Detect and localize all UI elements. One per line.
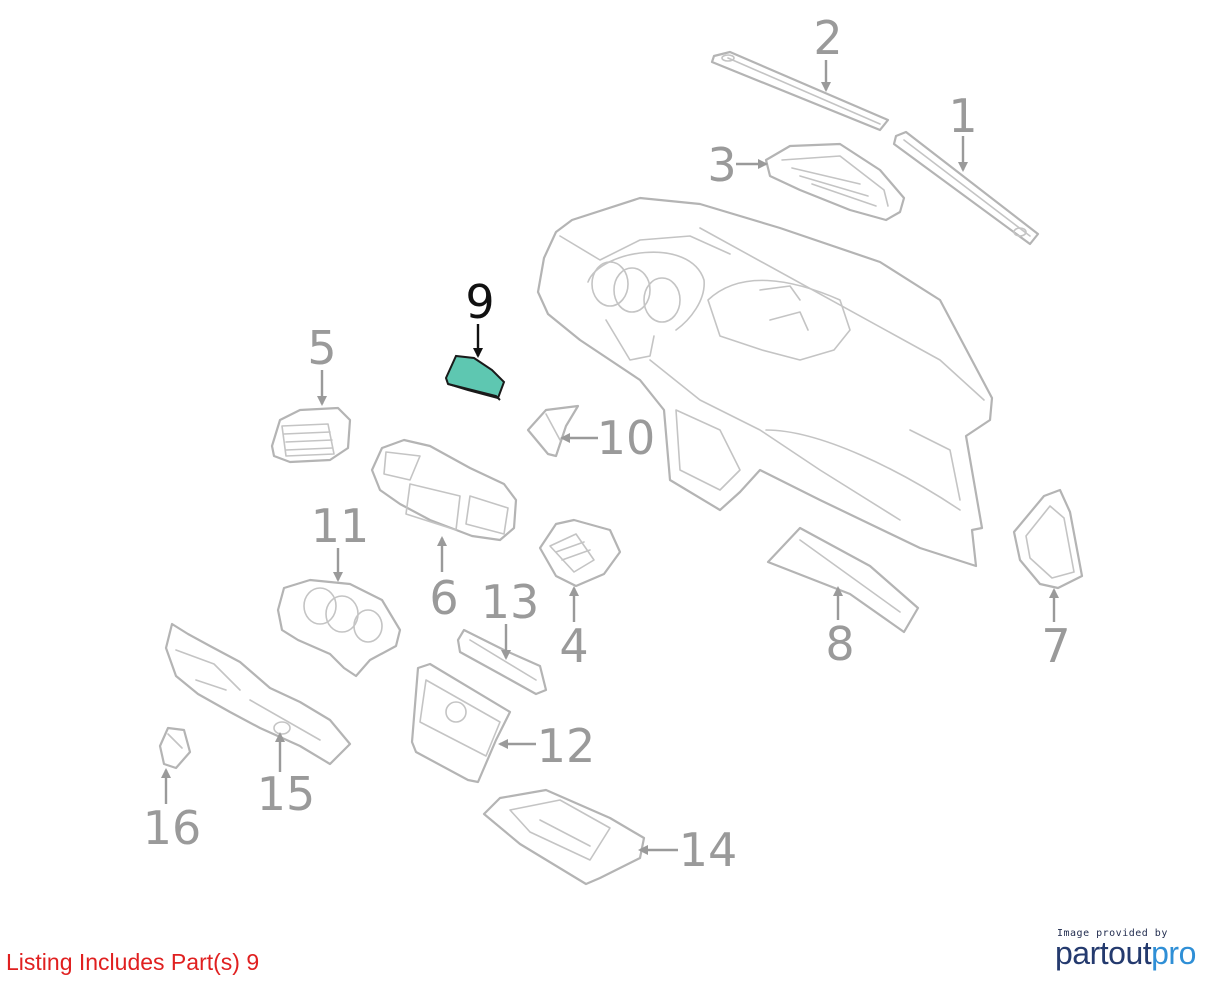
part-label-12: 12 <box>537 719 596 773</box>
logo-text-part2: pro <box>1151 935 1196 971</box>
listing-includes-note: Listing Includes Part(s) 9 <box>6 949 260 975</box>
part-7-side-cover <box>1012 488 1084 590</box>
part-3-defroster-grille <box>764 142 906 222</box>
part-label-9: 9 <box>465 275 494 329</box>
part-label-8: 8 <box>825 617 854 671</box>
part-10-bracket <box>526 404 580 458</box>
part-label-4: 4 <box>559 619 588 673</box>
part-14-lower-tray <box>482 788 646 886</box>
part-1-trim-strip <box>892 130 1040 246</box>
part-label-6: 6 <box>429 571 458 625</box>
part-label-15: 15 <box>257 767 316 821</box>
dashboard-panel <box>536 196 994 568</box>
part-label-5: 5 <box>307 321 336 375</box>
part-12-control-panel <box>410 662 512 784</box>
part-16-clip <box>158 726 192 770</box>
part-15-console-frame <box>164 622 352 766</box>
image-credit: Image provided by partoutpro <box>1055 928 1215 972</box>
part-label-13: 13 <box>481 575 540 629</box>
part-label-2: 2 <box>813 11 842 65</box>
part-9-cover-highlighted <box>444 354 506 401</box>
part-8-lower-trim <box>766 526 920 634</box>
part-label-10: 10 <box>597 411 656 465</box>
part-label-14: 14 <box>679 823 738 877</box>
part-11-cluster-bezel <box>276 578 402 678</box>
part-13-bracket <box>456 628 548 696</box>
part-label-3: 3 <box>707 138 736 192</box>
part-6-center-vent-housing <box>370 438 518 542</box>
part-label-1: 1 <box>948 89 977 143</box>
part-2-trim-strip <box>710 50 890 132</box>
part-label-16: 16 <box>143 801 202 855</box>
partoutpro-logo: partoutpro <box>1055 935 1215 972</box>
part-label-11: 11 <box>311 499 370 553</box>
part-5-air-vent <box>270 406 352 464</box>
logo-text-part1: partout <box>1055 935 1152 971</box>
credit-caption: Image provided by <box>1057 928 1168 939</box>
part-4-air-vent <box>538 518 622 588</box>
part-label-7: 7 <box>1041 619 1070 673</box>
